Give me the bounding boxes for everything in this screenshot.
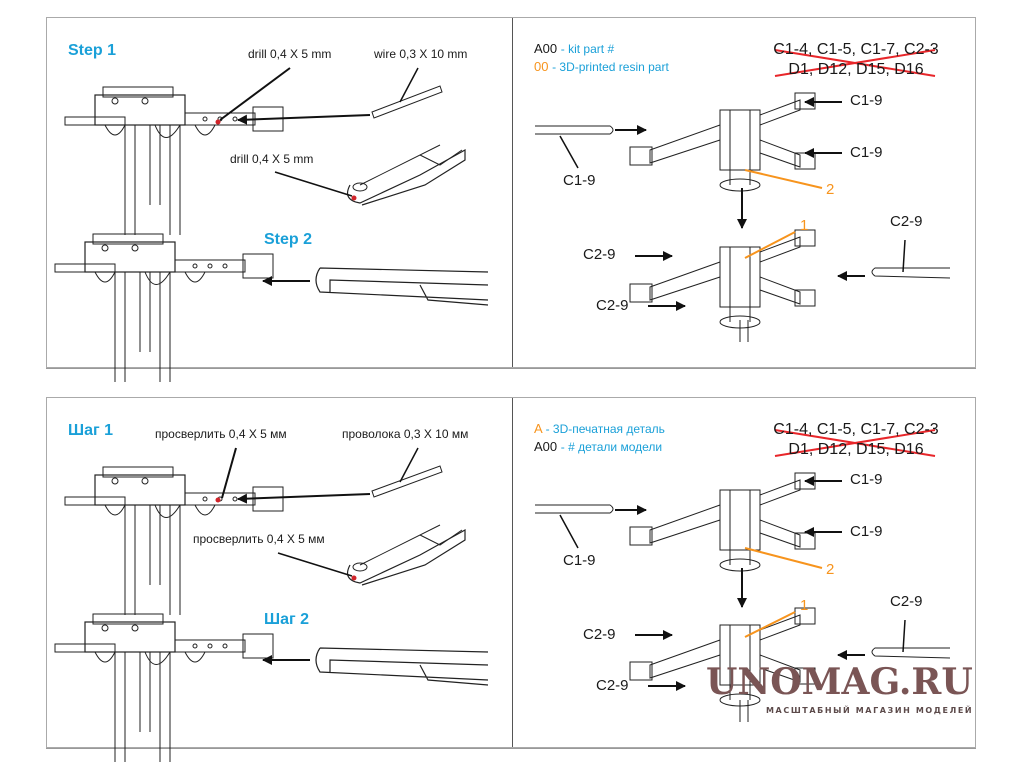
callout-c2-9: C2-9 <box>596 297 629 314</box>
drill-point-marker <box>215 497 221 503</box>
callout-c1-9: C1-9 <box>850 92 883 109</box>
legend: A00 - kit part # 00 - 3D-printed resin p… <box>534 40 669 76</box>
drill-point-marker <box>351 575 357 581</box>
resin-callout-2: 2 <box>826 181 835 198</box>
removed-parts-list: C1-4, C1-5, C1-7, C2-3 D1, D12, D15, D16 <box>773 41 939 78</box>
wire-label: wire 0,3 X 10 mm <box>374 47 468 61</box>
leader-line <box>274 171 353 197</box>
blade-root-drawing <box>347 528 466 586</box>
leader-line <box>277 552 353 577</box>
blade-drawing <box>315 647 489 686</box>
drill-point-marker <box>351 195 357 201</box>
lower-rotor-drawing <box>629 229 816 329</box>
panel-divider <box>512 18 513 367</box>
step-1-heading: Шаг 1 <box>68 422 113 439</box>
legend-item-resin: 00 - 3D-printed resin part <box>534 59 669 74</box>
callout-c1-9: C1-9 <box>850 144 883 161</box>
blade-drawing <box>871 647 951 659</box>
strike-line <box>774 429 936 457</box>
callout-c2-9: C2-9 <box>890 213 923 230</box>
leader-line <box>219 67 291 121</box>
upper-rotor-drawing <box>629 472 816 572</box>
resin-callout-1: 1 <box>800 597 809 614</box>
callout-c2-9: C2-9 <box>583 626 616 643</box>
step-2-heading: Шаг 2 <box>264 611 309 628</box>
callout-c2-9: C2-9 <box>596 677 629 694</box>
drill-label-blade: просверлить 0,4 X 5 мм <box>193 532 325 546</box>
leader-line <box>399 67 419 103</box>
drill-label-blade: drill 0,4 X 5 mm <box>230 152 314 166</box>
watermark-logo: UNOMAG.RU <box>706 661 973 703</box>
instruction-panel-russian <box>46 397 976 748</box>
drill-label: drill 0,4 X 5 mm <box>248 47 332 61</box>
rotor-head-drawing <box>54 233 274 383</box>
wire-drawing <box>371 85 443 119</box>
step-1-heading: Step 1 <box>68 42 117 59</box>
insert-arrow <box>237 114 371 125</box>
callout-c1-9: C1-9 <box>563 172 596 189</box>
drill-point-marker <box>215 119 221 125</box>
resin-callout-2: 2 <box>826 561 835 578</box>
drill-label: просверлить 0,4 X 5 мм <box>155 427 287 441</box>
callout-c2-9: C2-9 <box>583 246 616 263</box>
upper-rotor-drawing <box>629 92 816 192</box>
blade-drawing <box>871 267 951 279</box>
blade-drawing <box>315 267 489 306</box>
legend-item-kit: A00 - kit part # <box>534 41 615 56</box>
legend-item-resin: A - 3D-печатная деталь <box>534 421 665 436</box>
resin-callout-1: 1 <box>800 217 809 234</box>
blade-root-drawing <box>347 148 466 206</box>
insert-arrow <box>237 493 371 504</box>
legend: A - 3D-печатная деталь A00 - # детали мо… <box>534 420 665 456</box>
blade-drawing <box>535 504 614 514</box>
leader-line <box>221 447 237 499</box>
leader-line <box>399 447 419 483</box>
watermark-tagline: МАСШТАБНЫЙ МАГАЗИН МОДЕЛЕЙ <box>766 706 974 715</box>
strike-line <box>774 49 936 77</box>
callout-c2-9: C2-9 <box>890 593 923 610</box>
wire-drawing <box>371 465 443 498</box>
rotor-head-drawing <box>54 613 274 763</box>
legend-item-kit: A00 - # детали модели <box>534 439 663 454</box>
removed-parts-list: C1-4, C1-5, C1-7, C2-3 D1, D12, D15, D16 <box>773 421 939 458</box>
blade-drawing <box>535 125 614 135</box>
callout-c1-9: C1-9 <box>563 552 596 569</box>
step-2-heading: Step 2 <box>264 231 313 248</box>
callout-c1-9: C1-9 <box>850 523 883 540</box>
instruction-panel-english <box>46 17 976 368</box>
panel-divider <box>512 398 513 747</box>
wire-label: проволока 0,3 X 10 мм <box>342 427 469 441</box>
watermark: UNOMAG.RU МАСШТАБНЫЙ МАГАЗИН МОДЕЛЕЙ <box>706 661 974 722</box>
callout-c1-9: C1-9 <box>850 471 883 488</box>
